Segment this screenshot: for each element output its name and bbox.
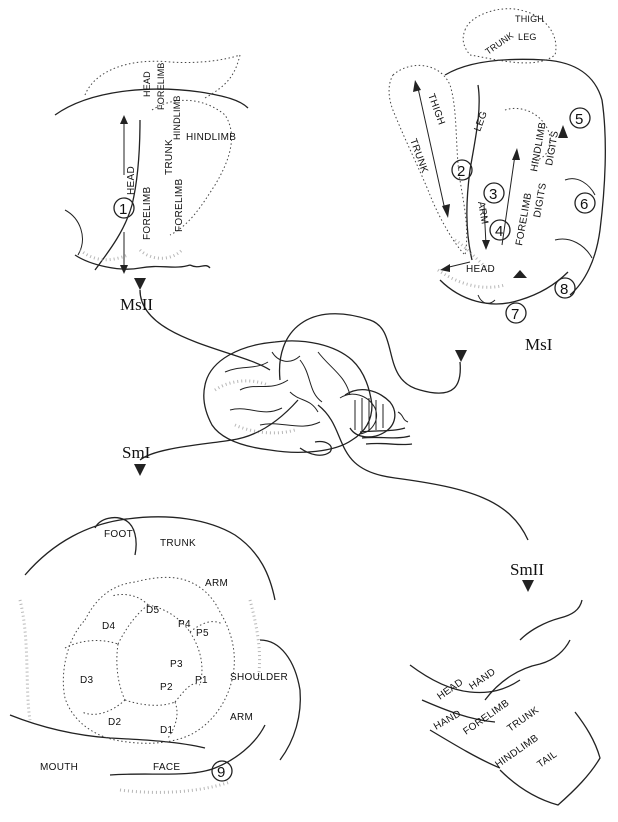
marker-9: 9 bbox=[217, 764, 225, 781]
marker-1: 1 bbox=[119, 201, 127, 218]
label-d2: D2 bbox=[108, 717, 122, 728]
label-p4: P4 bbox=[178, 619, 191, 630]
marker-2: 2 bbox=[457, 163, 465, 180]
label-ms1: MsI bbox=[525, 335, 553, 354]
marker-7: 7 bbox=[511, 306, 519, 323]
label-p3: P3 bbox=[170, 659, 183, 670]
label-sm1: SmI bbox=[122, 443, 151, 462]
panel-sm2: SmII HEAD HAND HAND FORELIMB TRUNK HINDL… bbox=[410, 560, 600, 805]
marker-8: 8 bbox=[560, 281, 568, 298]
label-d3: D3 bbox=[80, 675, 94, 686]
label-arm-top: ARM bbox=[205, 578, 228, 589]
label-p2: P2 bbox=[160, 682, 173, 693]
marker-6: 6 bbox=[580, 196, 588, 213]
label-thigh-top: THIGH bbox=[515, 14, 544, 24]
panel-ms2: 1 HEAD FORELIMB HINDLIMB TRUNK HINDLIMB … bbox=[55, 55, 248, 314]
label-hand-a: HAND bbox=[467, 666, 498, 692]
label-d1: D1 bbox=[160, 725, 174, 736]
label-face: FACE bbox=[153, 762, 180, 773]
label-d4: D4 bbox=[102, 621, 116, 632]
label-forelimb-b: FORELIMB bbox=[174, 178, 185, 232]
label-arm-bottom: ARM bbox=[230, 712, 253, 723]
brain-illustration bbox=[204, 341, 412, 455]
label-trunk-top: TRUNK bbox=[483, 30, 515, 57]
label-head-sm2: HEAD bbox=[435, 677, 465, 703]
label-trunk: TRUNK bbox=[164, 139, 175, 175]
label-head: HEAD bbox=[126, 166, 137, 195]
panel-sm1: 9 FOOT TRUNK ARM D5 D4 P4 P5 P3 D3 P2 P1… bbox=[10, 443, 300, 792]
marker-5: 5 bbox=[575, 111, 583, 128]
label-head-ms1: HEAD bbox=[466, 264, 495, 275]
label-p5: P5 bbox=[196, 628, 209, 639]
label-digits-b: DIGITS bbox=[532, 182, 549, 219]
label-p1: P1 bbox=[195, 675, 208, 686]
label-forelimb-ms1: FORELIMB bbox=[514, 192, 534, 247]
label-digits-a: DIGITS bbox=[544, 130, 561, 167]
label-trunk-sm2: TRUNK bbox=[505, 705, 541, 735]
label-forelimb-a: FORELIMB bbox=[142, 186, 153, 240]
label-hindlimb: HINDLIMB bbox=[186, 132, 236, 143]
label-foot: FOOT bbox=[104, 529, 133, 540]
connector-lines bbox=[140, 290, 528, 540]
label-thigh: THIGH bbox=[425, 92, 446, 126]
marker-3: 3 bbox=[489, 186, 497, 203]
label-trunk-sm1: TRUNK bbox=[160, 538, 196, 549]
label-hand-b: HAND bbox=[432, 708, 463, 732]
label-mouth: MOUTH bbox=[40, 762, 78, 773]
label-leg-top: LEG bbox=[518, 32, 537, 42]
panel-ms1: 2 3 4 5 6 7 8 TRUNK THIGH LEG THIGH TRUN… bbox=[389, 9, 605, 362]
label-hindlimb-top: HINDLIMB bbox=[172, 95, 182, 140]
label-head-top: HEAD bbox=[142, 71, 152, 97]
label-forelimb-top: FORELIMB bbox=[156, 62, 166, 110]
label-shoulder: SHOULDER bbox=[230, 672, 288, 683]
label-ms2: MsII bbox=[120, 295, 153, 314]
label-trunk-ms1: TRUNK bbox=[407, 137, 430, 175]
marker-4: 4 bbox=[495, 223, 503, 240]
label-d5: D5 bbox=[146, 605, 160, 616]
label-tail: TAIL bbox=[535, 749, 559, 770]
label-arm: ARM bbox=[475, 201, 490, 226]
label-hindlimb-sm2: HINDLIMB bbox=[493, 733, 540, 771]
label-leg: LEG bbox=[472, 110, 489, 133]
label-sm2: SmII bbox=[510, 560, 544, 579]
